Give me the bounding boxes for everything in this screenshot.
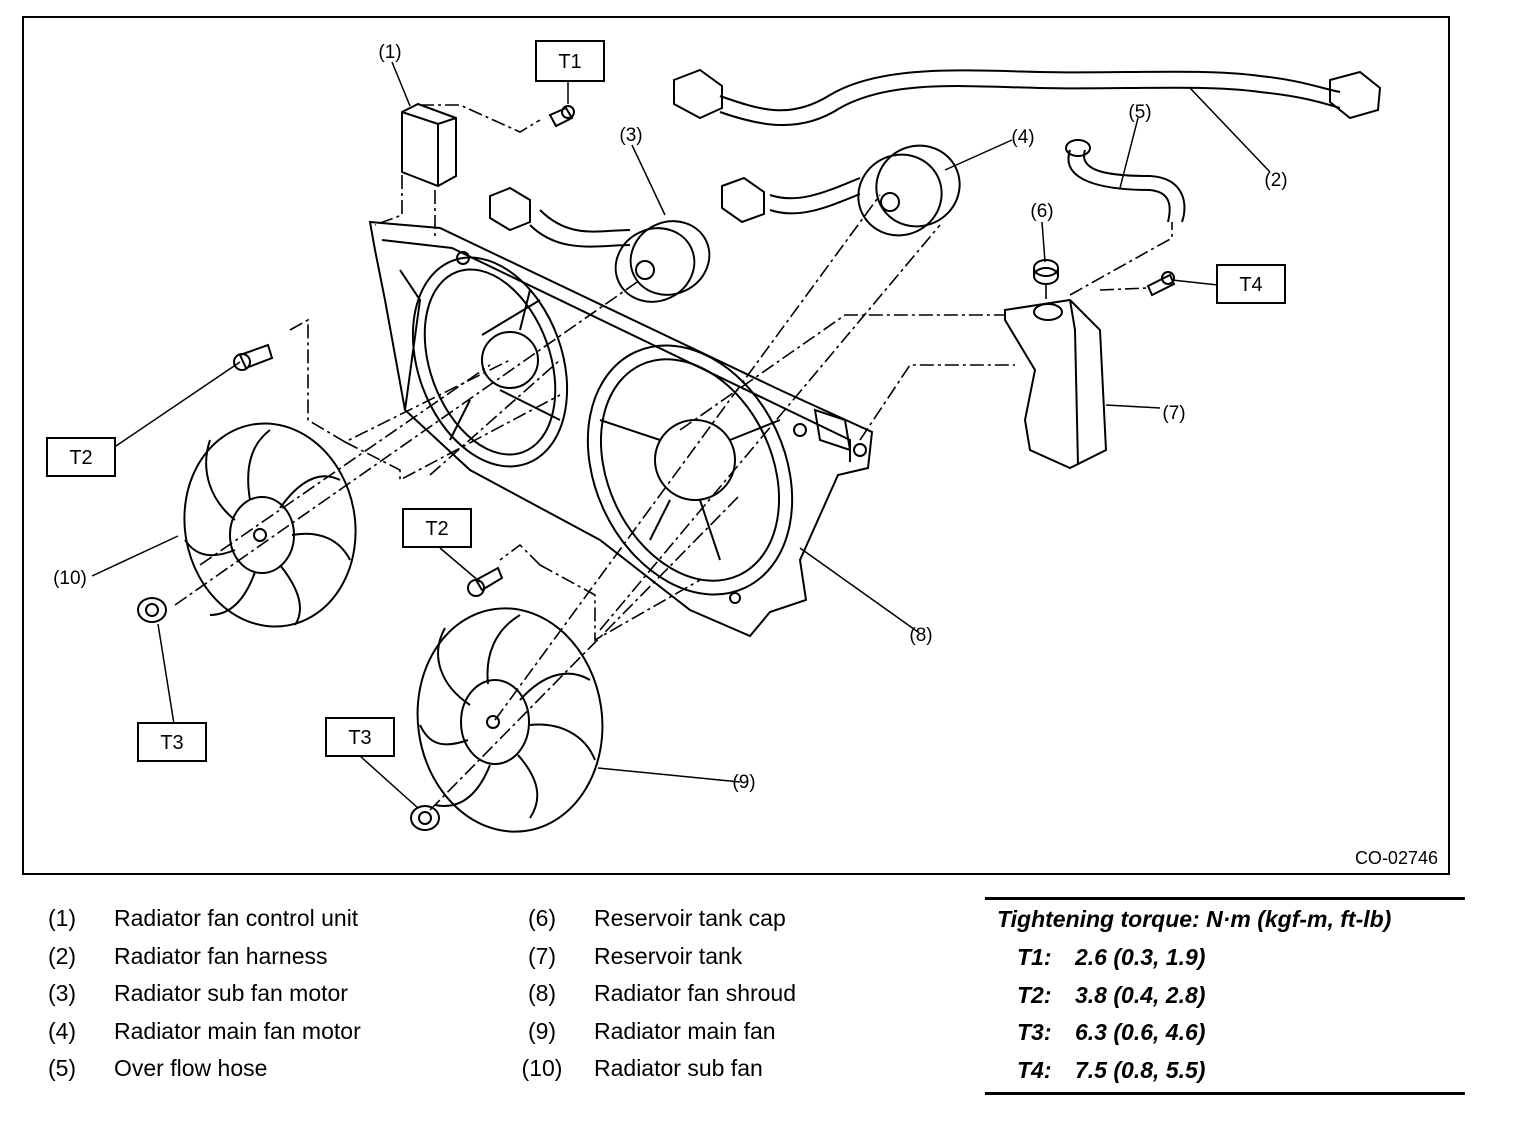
callout-5: (5) xyxy=(1128,102,1151,123)
legend-name: Radiator fan control unit xyxy=(114,905,359,931)
torque-key: T1: xyxy=(1017,944,1052,970)
radiator-main-fan-motor xyxy=(721,144,961,237)
legend-number: (1) xyxy=(47,905,77,931)
torque-value: 3.8 (0.4, 2.8) xyxy=(1075,982,1206,1008)
legend-item: (3) Radiator sub fan motor xyxy=(28,975,361,1013)
leader-lines xyxy=(91,61,1271,809)
torque-box-t2-center xyxy=(402,508,472,548)
reservoir-tank-cap xyxy=(1033,259,1059,285)
radiator-fan-harness xyxy=(673,68,1382,126)
legend-number: (7) xyxy=(527,942,557,969)
torque-table-title: Tightening torque: N·m (kgf-m, ft-lb) xyxy=(997,906,1392,932)
callout-8: (8) xyxy=(909,625,932,646)
legend-name: Radiator fan shroud xyxy=(594,980,797,1007)
radiator-fan-shroud xyxy=(368,220,874,638)
torque-row: T1: 2.6 (0.3, 1.9) xyxy=(1017,944,1205,971)
legend-item: (10) Radiator sub fan xyxy=(508,1050,796,1088)
torque-box-t3-left xyxy=(137,722,207,762)
legend-left-column: (1) Radiator fan control unit (2) Radiator… xyxy=(28,900,361,1088)
legend-item: (1) Radiator fan control unit xyxy=(28,900,361,938)
callout-3: (3) xyxy=(619,125,642,146)
radiator-sub-fan xyxy=(183,422,357,628)
legend-name: Radiator main fan xyxy=(594,1017,776,1044)
legend-number: (2) xyxy=(47,942,77,969)
legend-item: (6) Reservoir tank cap xyxy=(508,900,796,938)
radiator-main-fan xyxy=(416,607,604,833)
callout-7: (7) xyxy=(1162,403,1185,424)
over-flow-hose xyxy=(1065,139,1186,223)
legend-name: Over flow hose xyxy=(114,1055,268,1082)
callout-2: (2) xyxy=(1264,170,1287,191)
legend-name: Reservoir tank xyxy=(594,942,743,969)
torque-value: 6.3 (0.6, 4.6) xyxy=(1075,1019,1206,1045)
legend-item: (7) Reservoir tank xyxy=(508,938,796,976)
callout-10: (10) xyxy=(53,568,87,589)
torque-key: T3: xyxy=(1017,1019,1052,1045)
torque-key: T2: xyxy=(1017,982,1052,1008)
bolts-and-nuts xyxy=(137,105,1176,831)
torque-box-label: T3 xyxy=(160,732,183,754)
reservoir-tank xyxy=(1004,298,1108,470)
legend-right-column: (6) Reservoir tank cap (7) Reservoir tank … xyxy=(508,900,796,1088)
legend-number: (9) xyxy=(527,1017,557,1044)
legend-name: Radiator sub fan motor xyxy=(114,980,348,1007)
torque-row: T4: 7.5 (0.8, 5.5) xyxy=(1017,1057,1205,1084)
legend-item: (9) Radiator main fan xyxy=(508,1013,796,1051)
callout-9: (9) xyxy=(732,772,755,793)
legend-item: (8) Radiator fan shroud xyxy=(508,975,796,1013)
diagram-frame xyxy=(22,16,1450,875)
radiator-sub-fan-motor xyxy=(489,186,711,303)
callout-1: (1) xyxy=(378,42,401,63)
torque-boxes xyxy=(46,40,1286,762)
tightening-torque-table: Tightening torque: N·m (kgf-m, ft-lb) T1… xyxy=(985,897,1465,1095)
torque-box-t2-left xyxy=(46,437,116,477)
legend-name: Radiator main fan motor xyxy=(114,1017,361,1044)
legend-name: Radiator sub fan xyxy=(594,1055,763,1082)
legend-number: (8) xyxy=(527,980,557,1007)
torque-box-label: T3 xyxy=(348,727,371,749)
torque-box-label: T2 xyxy=(69,447,92,469)
legend-number: (6) xyxy=(527,905,557,931)
callout-6: (6) xyxy=(1030,201,1053,222)
legend-number: (5) xyxy=(47,1055,77,1082)
callout-labels: (1) (2) (3) (4) (5) (6) (7) (8) (9) (10) xyxy=(53,42,1288,793)
legend-number: (4) xyxy=(47,1017,77,1044)
exploded-view-diagram: T1 T2 T2 T3 T3 T4 (1) (2) (3) (4) (5) (6… xyxy=(22,16,1450,875)
legend-name: Radiator fan harness xyxy=(114,942,328,969)
torque-value: 7.5 (0.8, 5.5) xyxy=(1075,1057,1206,1083)
assembly-guide-lines xyxy=(174,104,1173,811)
legend-number: (10) xyxy=(521,1055,563,1082)
torque-row: T2: 3.8 (0.4, 2.8) xyxy=(1017,982,1205,1009)
torque-box-label: T4 xyxy=(1239,274,1262,296)
radiator-fan-control-unit xyxy=(401,102,457,188)
torque-box-t4 xyxy=(1216,264,1286,304)
legend-name: Reservoir tank cap xyxy=(594,905,786,931)
torque-value: 2.6 (0.3, 1.9) xyxy=(1075,944,1206,970)
legend-item: (2) Radiator fan harness xyxy=(28,938,361,976)
torque-key: T4: xyxy=(1017,1057,1052,1083)
torque-box-t3-center xyxy=(325,717,395,757)
torque-box-label: T2 xyxy=(425,518,448,540)
legend-item: (4) Radiator main fan motor xyxy=(28,1013,361,1051)
torque-box-label: T1 xyxy=(558,51,581,73)
torque-box-t1 xyxy=(535,40,605,82)
torque-row: T3: 6.3 (0.6, 4.6) xyxy=(1017,1019,1205,1046)
figure-code: CO-02746 xyxy=(1355,848,1438,868)
torque-box-labels: T1 T2 T2 T3 T3 T4 xyxy=(69,51,1262,754)
callout-4: (4) xyxy=(1011,127,1034,148)
legend-number: (3) xyxy=(47,980,77,1007)
legend-item: (5) Over flow hose xyxy=(28,1050,361,1088)
